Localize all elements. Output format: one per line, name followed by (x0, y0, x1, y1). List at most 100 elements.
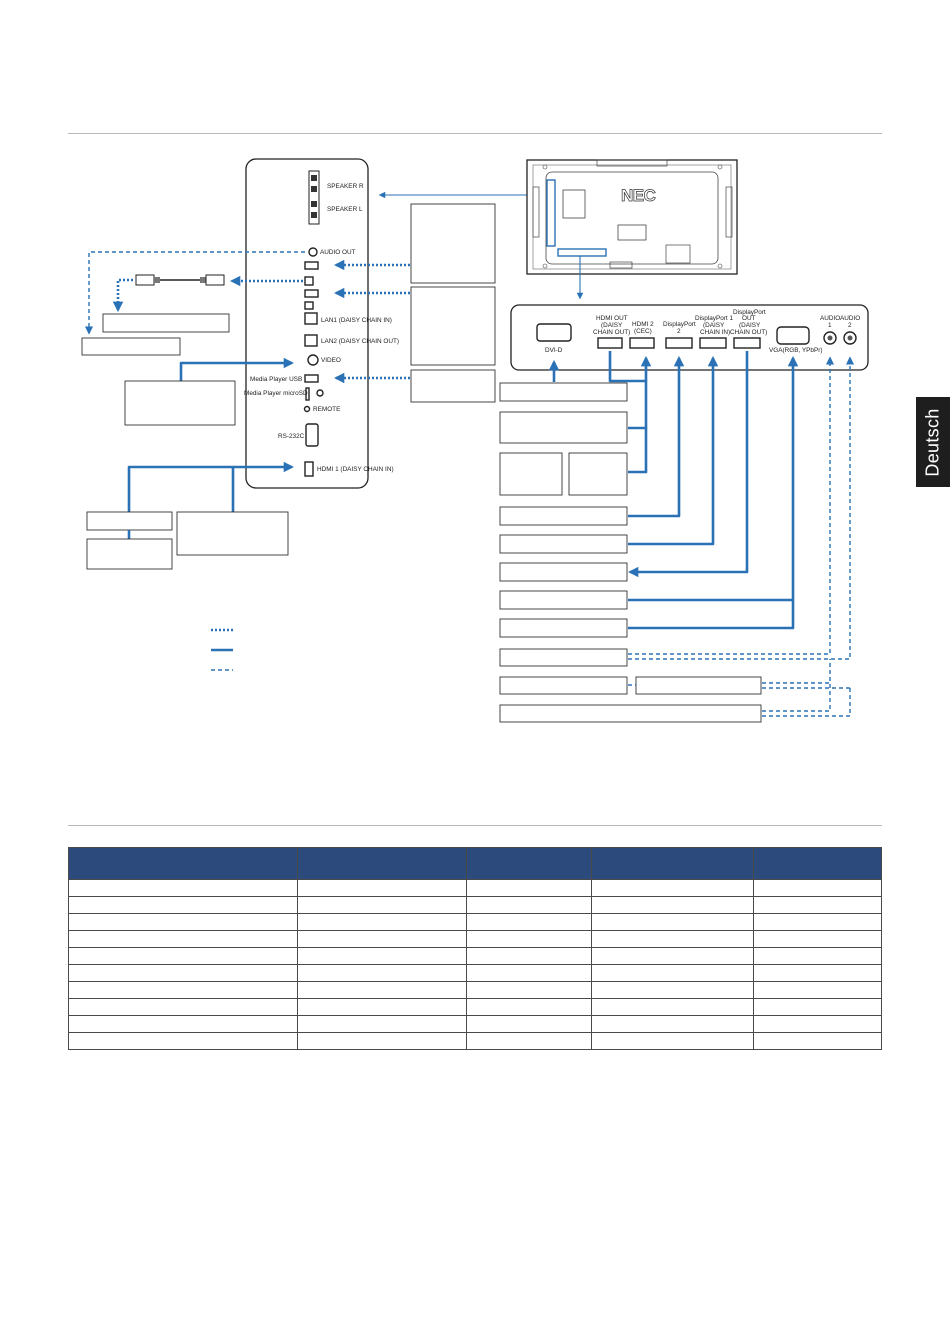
table-cell (591, 913, 755, 931)
video-connection-line (179, 357, 295, 381)
lan2-label: LAN2 (DAISY CHAIN OUT) (321, 338, 399, 345)
hdmi2-connection-line (628, 358, 646, 474)
table-cell (753, 896, 882, 914)
table-cell (466, 981, 593, 999)
info-box-3 (410, 369, 496, 403)
rear-bottom-panel-highlight (557, 248, 607, 257)
table-header-cell (296, 847, 468, 880)
language-tab[interactable]: Deutsch (916, 397, 950, 487)
audio-out-box (81, 337, 181, 356)
table-cell (68, 879, 298, 897)
dp-out-connection-line (627, 351, 749, 578)
svg-text:(CEC): (CEC) (634, 328, 652, 335)
hdmi1-label: HDMI 1 (DAISY CHAIN IN) (317, 466, 394, 473)
section-rule (68, 825, 882, 826)
rear-side-panel-highlight (546, 179, 556, 247)
svg-text:DisplayPort: DisplayPort (733, 309, 766, 316)
table-header-cell (591, 847, 755, 880)
table-row (68, 879, 882, 897)
microsd-slot-icon (305, 387, 310, 401)
info-box-1 (410, 203, 496, 284)
device-box-audio-2b (635, 676, 762, 695)
speaker-r-label: SPEAKER R (327, 183, 364, 190)
table-cell (466, 964, 593, 982)
device-box-dp2 (499, 506, 628, 526)
table-cell (68, 981, 298, 999)
table-header-cell (753, 847, 882, 880)
table-cell (591, 896, 755, 914)
speaker-l-label: SPEAKER L (327, 206, 363, 213)
audio1-connection-line (628, 356, 835, 655)
device-box-audio-1 (499, 648, 628, 667)
dp1-connection-line (628, 355, 719, 546)
table-cell (68, 1032, 298, 1050)
device-box-hdmi-b (568, 452, 628, 496)
table-row (68, 896, 882, 914)
table-cell (753, 1032, 882, 1050)
media-player-usb-port-icon (304, 374, 319, 383)
hdmi1-device-box-2 (86, 538, 173, 570)
hdmi1-port-icon (304, 461, 314, 477)
brand-logo: NEC (621, 186, 656, 205)
video-jack-icon (307, 354, 319, 366)
table-cell (753, 1015, 882, 1033)
top-rule (68, 133, 882, 134)
svg-text:CHAIN OUT): CHAIN OUT) (593, 329, 630, 336)
table-cell (68, 896, 298, 914)
table-row (68, 998, 882, 1016)
table-row (68, 947, 882, 965)
svg-text:HDMI OUT: HDMI OUT (596, 315, 628, 322)
svg-text:AUDIO: AUDIO (840, 315, 860, 322)
lan1-port-icon (304, 312, 318, 325)
media-player-usb-label: Media Player USB (250, 376, 302, 383)
table-cell (466, 930, 593, 948)
dp2-label-group: DisplayPort 2 (663, 321, 696, 335)
dp2-connection-line (628, 355, 685, 518)
audio-out-line (84, 251, 305, 335)
vga-label: VGA(RGB, YPbPr) (769, 347, 823, 354)
lan2-port-icon (304, 334, 318, 347)
table-cell (68, 947, 298, 965)
dp-out-port-icon (733, 337, 761, 349)
usb-device-box (102, 313, 230, 333)
usb-port-icon-4 (304, 301, 314, 310)
device-box-dp-out (499, 562, 628, 582)
usb-port-icon-1 (304, 261, 319, 270)
table-cell (68, 1015, 298, 1033)
table-cell (296, 981, 468, 999)
table-cell (68, 998, 298, 1016)
table-row (68, 930, 882, 948)
device-box-vga-1 (499, 590, 628, 610)
video-source-box (124, 380, 236, 426)
svg-text:CHAIN IN): CHAIN IN) (700, 329, 730, 336)
table-cell (466, 879, 593, 897)
speaker-terminals (308, 170, 320, 225)
table-cell (591, 947, 755, 965)
table-row (68, 981, 882, 999)
usb-cable-icon (135, 274, 225, 286)
audio-out-label: AUDIO OUT (320, 249, 356, 256)
svg-text:OUT: OUT (742, 315, 756, 322)
dp2-port-icon (665, 337, 693, 349)
audio2-label-group: AUDIO 2 (840, 315, 860, 329)
svg-text:HDMI 2: HDMI 2 (632, 321, 654, 328)
svg-text:DisplayPort: DisplayPort (663, 321, 696, 328)
table-cell (466, 1032, 593, 1050)
line-style-legend (211, 628, 233, 671)
spec-table (68, 847, 882, 1050)
table-header-row (68, 847, 882, 880)
table-cell (591, 1032, 755, 1050)
table-cell (296, 998, 468, 1016)
remote-jack-icon (303, 405, 311, 413)
audio-line-3b (762, 688, 851, 717)
audio-out-jack-icon (308, 247, 318, 257)
usb-port-icon-3 (304, 289, 319, 298)
table-cell (466, 896, 593, 914)
video-label: VIDEO (321, 357, 341, 364)
vga-connection-line (628, 358, 793, 630)
device-box-audio-3 (499, 704, 762, 723)
table-cell (753, 964, 882, 982)
svg-text:DisplayPort 1: DisplayPort 1 (695, 315, 733, 322)
table-cell (466, 1015, 593, 1033)
table-cell (591, 879, 755, 897)
